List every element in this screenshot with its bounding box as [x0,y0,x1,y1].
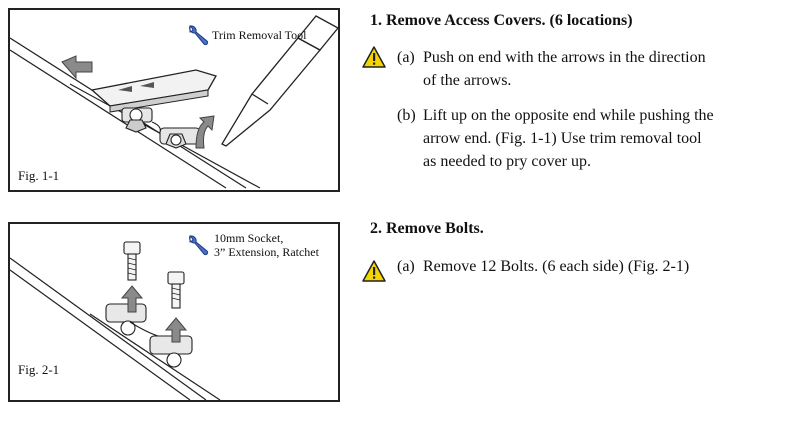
item-tag: (b) [397,107,416,124]
instruction-line: as needed to pry cover up. [423,153,591,170]
tool-note: Trim Removal Tool [212,28,307,42]
up-arrow-icon [120,285,188,343]
lift-arrow-icon [195,115,215,149]
tool-note-line: 3” Extension, Ratchet [214,245,319,259]
bolt-icon [123,241,141,281]
access-cover-illustration [10,15,338,189]
figure-label: Fig. 2-1 [18,362,60,377]
item-tag: (a) [397,49,415,66]
figure-2-1: 10mm Socket, 3” Extension, Ratchet Fig. … [8,222,340,402]
instruction-line: Push on end with the arrows in the direc… [423,49,706,66]
figure-label: Fig. 1-1 [18,168,60,183]
wrench-icon [189,235,209,256]
instruction-line: arrow end. (Fig. 1-1) Use trim removal t… [423,130,702,147]
bolt-icon [167,271,185,309]
item-tag: (a) [397,258,415,275]
tool-note: 10mm Socket, 3” Extension, Ratchet [214,231,319,259]
warning-triangle-icon [362,260,386,282]
step-title: 2. Remove Bolts. [370,220,484,237]
instruction-line: of the arrows. [423,72,512,89]
tool-note-line: 10mm Socket, [214,231,284,245]
instruction-line: Remove 12 Bolts. (6 each side) (Fig. 2-1… [423,258,690,275]
bolt-removal-illustration [10,241,221,400]
push-arrow-icon [61,55,93,80]
instruction-line: Lift up on the opposite end while pushin… [423,107,714,124]
warning-triangle-icon [362,46,386,68]
figure-1-1: Trim Removal Tool Fig. 1-1 [8,8,340,192]
wrench-icon [189,25,209,46]
step-title: 1. Remove Access Covers. (6 locations) [370,12,633,29]
trim-removal-tool [221,15,338,147]
